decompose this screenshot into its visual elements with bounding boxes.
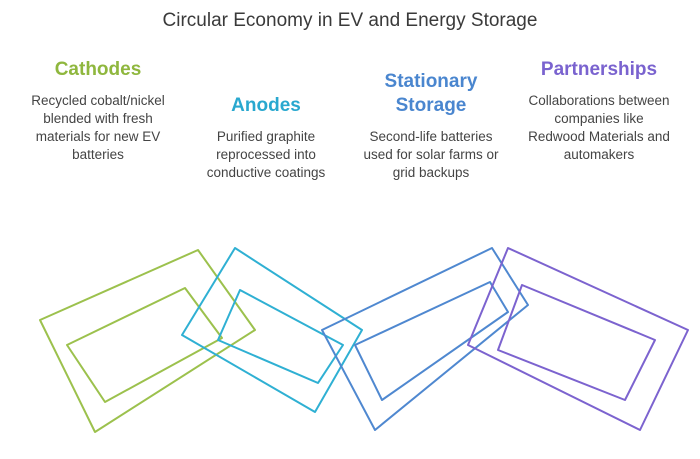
stationary-storage-section: Stationary Storage Second-life batteries… [356, 70, 506, 182]
partnerships-description: Collaborations between companies like Re… [528, 93, 670, 162]
stationary-storage-description: Second-life batteries used for solar far… [363, 129, 499, 180]
partnerships-chain-link [467, 247, 689, 431]
partnerships-section: Partnerships Collaborations between comp… [524, 58, 674, 164]
cathodes-description: Recycled cobalt/nickel blended with fres… [31, 93, 165, 162]
cathodes-heading: Cathodes [54, 59, 142, 80]
cathodes-section: Cathodes Recycled cobalt/nickel blended … [22, 58, 174, 164]
anodes-section: Anodes Purified graphite reprocessed int… [192, 94, 340, 182]
cathodes-chain-link [39, 249, 256, 433]
anodes-heading: Anodes [231, 95, 301, 116]
anodes-chain-link [181, 247, 363, 413]
stationary-storage-heading: Stationary Storage [384, 71, 478, 116]
partnerships-heading: Partnerships [540, 59, 658, 80]
anodes-description: Purified graphite reprocessed into condu… [206, 129, 326, 180]
stationary-storage-chain-link [321, 247, 529, 431]
diagram-title: Circular Economy in EV and Energy Storag… [162, 10, 538, 31]
